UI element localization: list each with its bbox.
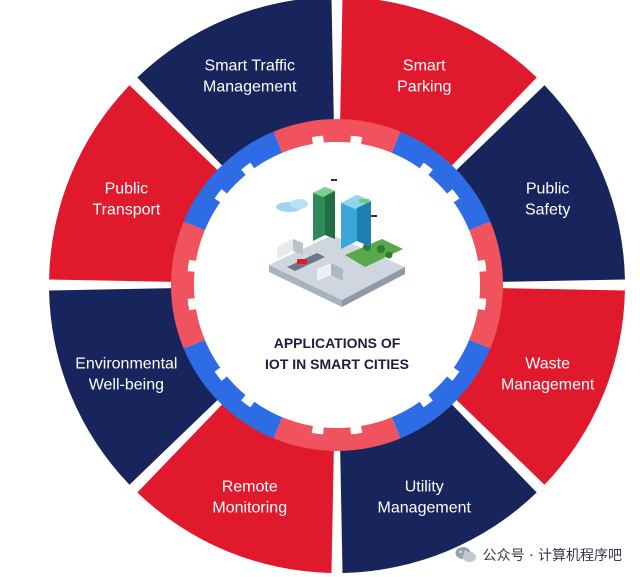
segment-label-line: Public — [526, 181, 570, 198]
gear-ring-arc — [183, 339, 283, 439]
segment-label-line: Remote — [222, 479, 278, 496]
gear-notch — [477, 298, 487, 311]
gear-notch — [350, 425, 363, 435]
segment-label-line: Management — [203, 78, 297, 95]
segment-label-line: Management — [501, 376, 595, 393]
smart-city-illustration — [269, 179, 405, 307]
segment-label-line: Waste — [525, 355, 570, 372]
center-title-line-2: IOT IN SMART CITIES — [265, 356, 409, 372]
segment-label-line: Safety — [525, 202, 570, 219]
gear-notch — [187, 259, 197, 272]
gear-notch — [241, 395, 255, 408]
gear-ring-arc — [183, 131, 283, 231]
segment-public-safety — [454, 85, 625, 282]
segment-smart-traffic-management — [137, 0, 334, 168]
gear-ring-arc — [391, 131, 491, 231]
gear-ring-arc — [171, 221, 205, 349]
gear-notch — [311, 135, 324, 145]
gear-notch — [214, 367, 227, 381]
watermark: 公众号 · 计算机程序吧 — [455, 545, 622, 565]
segment-label-line: Transport — [92, 202, 160, 219]
gear-notch — [311, 425, 324, 435]
segment-label-line: Well-being — [89, 376, 164, 393]
segment-waste-management — [454, 288, 625, 485]
segment-utility-management — [340, 402, 537, 573]
segment-label-line: Smart — [403, 57, 446, 74]
center-title-line-1: APPLICATIONS OF — [274, 335, 401, 351]
wechat-icon — [455, 547, 476, 563]
segment-environmental-well-being — [49, 288, 220, 485]
outer-ring — [49, 0, 625, 573]
inner-gear-ring — [171, 119, 503, 451]
segment-label-line: Smart Traffic — [205, 57, 295, 74]
segment-label-line: Monitoring — [212, 500, 287, 517]
segment-label-line: Management — [378, 500, 472, 517]
segment-remote-monitoring — [137, 402, 334, 573]
gear-notch — [477, 259, 487, 272]
gear-ring-arc — [391, 339, 491, 439]
segment-label-line: Public — [105, 181, 149, 198]
segment-label-line: Environmental — [75, 355, 177, 372]
watermark-text: 公众号 · 计算机程序吧 — [482, 548, 622, 564]
gear-ring-arc — [469, 221, 503, 349]
segment-smart-parking — [340, 0, 537, 168]
gear-notch — [447, 189, 460, 203]
segment-public-transport — [49, 85, 220, 282]
gear-notch — [214, 189, 227, 203]
gear-notch — [350, 135, 363, 145]
gear-ring-arc — [273, 417, 401, 451]
gear-ring-arc — [273, 119, 401, 153]
segment-label-line: Utility — [405, 479, 444, 496]
gear-notch — [419, 162, 433, 175]
gear-notch — [419, 395, 433, 408]
segment-label-line: Parking — [397, 78, 451, 95]
gear-notch — [447, 367, 460, 381]
gear-notch — [187, 298, 197, 311]
gear-notch — [241, 162, 255, 175]
